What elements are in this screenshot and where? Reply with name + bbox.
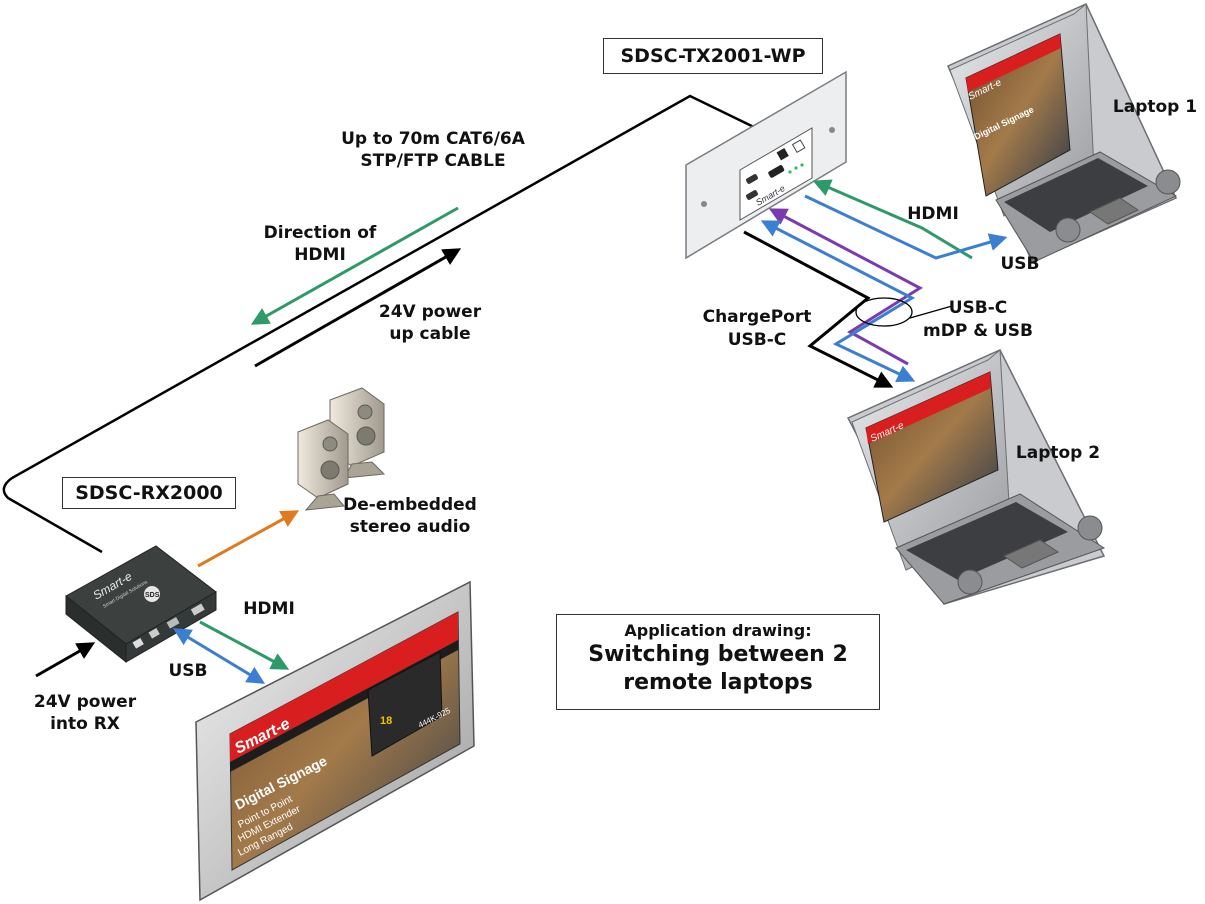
power-up-arrow (254, 248, 462, 368)
chargeport-label-line2: USB-C (727, 330, 787, 350)
laptop-1: Smart-e Digital Signage (947, 2, 1181, 263)
usb-cable-laptop1 (804, 194, 1008, 260)
cable-label-line2: STP/FTP CABLE (360, 151, 506, 171)
audio-label-line1: De-embedded (343, 495, 477, 515)
tx-wallplate: Smart-e (685, 70, 847, 260)
caption-big-line1: Switching between 2 (588, 642, 848, 667)
hdmi-direction-arrow (250, 206, 459, 325)
usb-cable-laptop2 (760, 220, 916, 382)
hdmi-tx-label: HDMI (907, 204, 959, 224)
signage-display: Smart-e Digital Signage Point to Point H… (195, 580, 475, 902)
speakers (297, 387, 386, 511)
chargeport-label-line1: ChargePort (702, 307, 812, 327)
power-in-arrow (35, 642, 96, 678)
laptop-2-label: Laptop 2 (1015, 443, 1101, 463)
rx-device-label: SDSC-RX2000 (62, 477, 236, 509)
caption-big-line2: remote laptops (623, 670, 813, 695)
cable-bundle-ring (855, 297, 913, 327)
caption-box: Application drawing: Switching between 2… (556, 614, 880, 710)
hdmi-cable-laptop1 (812, 179, 973, 260)
laptop-1-label: Laptop 1 (1112, 97, 1198, 117)
usb-rx-arrow (172, 628, 266, 684)
power-in-line2: into RX (50, 714, 120, 734)
laptop-2: Smart-e (846, 348, 1106, 605)
power-in-line1: 24V power (33, 692, 137, 712)
caption-small: Application drawing: (624, 621, 812, 640)
usb-rx-label: USB (168, 661, 208, 681)
power-up-line1: 24V power (378, 302, 482, 322)
hdmi-direction-line1: Direction of (263, 223, 377, 243)
power-up-line2: up cable (389, 324, 471, 344)
cat6-cable (2, 94, 761, 554)
cable-label-line1: Up to 70m CAT6/6A (341, 129, 525, 149)
chargeport-cable (743, 230, 894, 388)
hdmi-direction-line2: HDMI (294, 245, 346, 265)
usbc-label-line1: USB-C (948, 298, 1008, 318)
display-badge: 18 (380, 715, 392, 727)
usbc-label-line2: mDP & USB (923, 321, 1033, 341)
rx-badge: SDS (145, 592, 160, 599)
audio-arrow (197, 510, 300, 568)
usb-tx-label: USB (1000, 254, 1040, 274)
tx-device-label: SDSC-TX2001-WP (603, 38, 823, 74)
audio-label-line2: stereo audio (349, 517, 471, 537)
hdmi-rx-label: HDMI (243, 599, 295, 619)
rx-receiver: Smart-e Smart Digital Solutions SDS (65, 545, 217, 664)
usbc-leader-line (909, 305, 953, 319)
